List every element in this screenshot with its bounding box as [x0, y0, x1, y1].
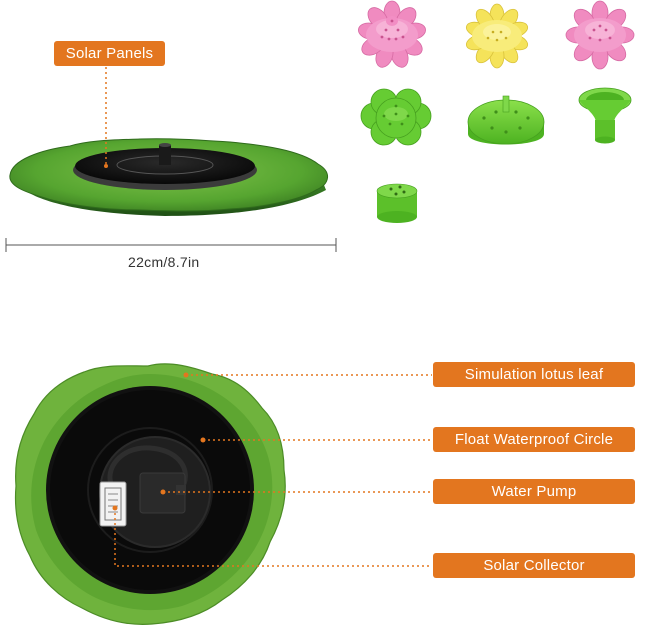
solar-collector-label: Solar Collector — [433, 553, 635, 578]
water-pump-label: Water Pump — [433, 479, 635, 504]
green-cap-nozzle — [376, 183, 418, 223]
green-disc-nozzle — [467, 95, 545, 145]
solar-panel-disc — [75, 148, 255, 184]
fountain-side-view — [9, 138, 328, 216]
float-circle-label: Float Waterproof Circle — [433, 427, 635, 452]
green-leaf-nozzle — [360, 88, 432, 146]
pink-flower-nozzle — [358, 0, 426, 68]
solar-panels-leader-dot — [104, 164, 108, 168]
dimension-line — [5, 238, 337, 252]
nozzle-stem-top — [159, 143, 171, 147]
nozzle-stem — [159, 145, 171, 165]
leader-lines — [114, 374, 432, 567]
green-funnel-nozzle — [578, 87, 632, 144]
solar-panels-label: Solar Panels — [54, 41, 165, 66]
yellow-flower-nozzle — [465, 3, 529, 69]
simulation-leaf-label: Simulation lotus leaf — [433, 362, 635, 387]
pump-cable — [107, 445, 188, 488]
dimension-label: 22cm/8.7in — [128, 254, 200, 270]
leader-dots — [112, 372, 206, 511]
pink-flower-nozzle-2 — [565, 0, 635, 70]
fountain-bottom-view — [14, 363, 286, 625]
solar-collector-module — [99, 481, 127, 527]
